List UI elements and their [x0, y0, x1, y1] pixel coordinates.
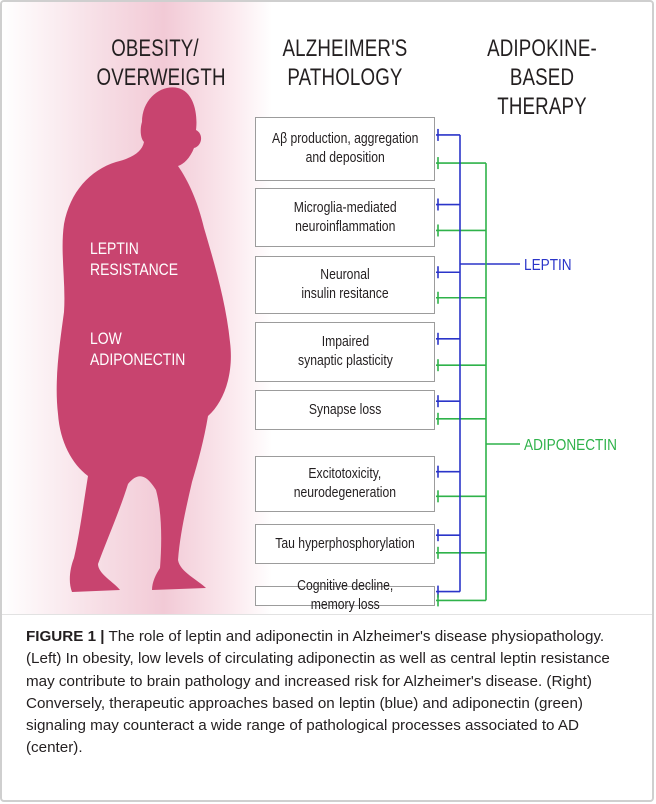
caption-divider: [2, 614, 652, 615]
adiponectin-label: ADIPONECTIN: [524, 436, 617, 456]
pathology-box-label: Excitotoxicity, neurodegeneration: [294, 465, 396, 503]
leptin-resistance-text: LEPTIN RESISTANCE: [90, 238, 178, 280]
pathology-box-label: Impaired synaptic plasticity: [298, 333, 393, 371]
pathology-box: Aβ production, aggregation and depositio…: [255, 117, 435, 181]
pathology-box: Microglia-mediated neuroinflammation: [255, 188, 435, 247]
caption-text: The role of leptin and adiponectin in Al…: [26, 628, 610, 756]
pathology-box-label: Neuronal insulin resitance: [301, 266, 388, 304]
figure-illustration: OBESITY/ OVERWEIGTH ALZHEIMER'S PATHOLOG…: [2, 2, 652, 614]
pathology-box: Cognitive decline, memory loss: [255, 586, 435, 606]
pathology-box: Excitotoxicity, neurodegeneration: [255, 456, 435, 512]
pathology-box: Tau hyperphosphorylation: [255, 524, 435, 564]
pathology-box-label: Tau hyperphosphorylation: [275, 535, 414, 554]
pathology-box-label: Aβ production, aggregation and depositio…: [272, 130, 419, 168]
pathology-box-label: Synapse loss: [309, 401, 381, 420]
heading-therapy: ADIPOKINE-BASED THERAPY: [464, 34, 620, 121]
pathology-box: Impaired synaptic plasticity: [255, 322, 435, 382]
heading-obesity: OBESITY/ OVERWEIGTH: [97, 34, 214, 92]
caption-label: FIGURE 1 |: [26, 628, 105, 645]
heading-alzheimers: ALZHEIMER'S PATHOLOGY: [279, 34, 412, 92]
pathology-box-label: Cognitive decline, memory loss: [297, 577, 393, 615]
leptin-label: LEPTIN: [524, 256, 572, 276]
low-adiponectin-text: LOW ADIPONECTIN: [90, 328, 185, 370]
figure-caption: FIGURE 1 | The role of leptin and adipon…: [26, 626, 634, 760]
pathology-box-label: Microglia-mediated neuroinflammation: [294, 199, 397, 237]
pathology-box: Neuronal insulin resitance: [255, 256, 435, 314]
pathology-box: Synapse loss: [255, 390, 435, 430]
